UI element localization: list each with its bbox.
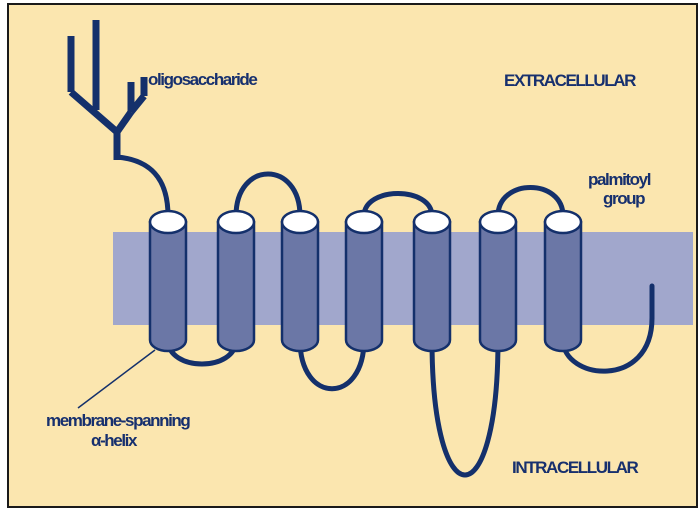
helix-2 xyxy=(218,211,254,351)
membrane-band xyxy=(113,232,693,325)
helix-4 xyxy=(346,211,382,351)
helix-6 xyxy=(480,211,516,351)
oligosaccharide-label: oligosaccharide xyxy=(148,70,257,89)
helix-3 xyxy=(282,211,318,351)
palmitoyl-label-line1: palmitoyl xyxy=(588,170,651,189)
helix-label-line2: α-helix xyxy=(91,431,138,450)
palmitoyl-label-line2: group xyxy=(603,189,645,208)
helix-5 xyxy=(414,211,450,351)
extracellular-label: EXTRACELLULAR xyxy=(504,71,636,90)
helix-1 xyxy=(150,211,186,351)
helix-7 xyxy=(545,211,581,351)
intracellular-label: INTRACELLULAR xyxy=(512,458,638,477)
helix-label-line1: membrane-spanning xyxy=(46,411,190,430)
